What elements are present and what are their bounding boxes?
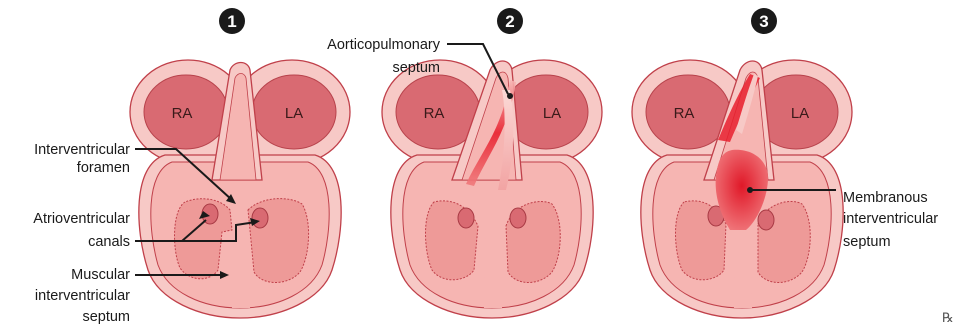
svg-text:canals: canals: [88, 234, 130, 250]
ra-label: RA: [172, 105, 193, 122]
ra-label-3: RA: [674, 105, 695, 122]
rx-logo: ℞: [942, 311, 954, 326]
svg-text:interventricular: interventricular: [843, 211, 938, 227]
svg-text:3: 3: [759, 12, 768, 31]
label-interventricular-foramen: Interventricular foramen: [34, 142, 130, 176]
label-muscular-septum: Muscular interventricular septum: [35, 267, 130, 325]
svg-text:Membranous: Membranous: [843, 190, 928, 206]
svg-text:septum: septum: [392, 60, 440, 76]
label-atrioventricular-canals: Atrioventricular canals: [33, 211, 130, 250]
svg-text:Atrioventricular: Atrioventricular: [33, 211, 130, 227]
la-label: LA: [285, 105, 303, 122]
panel-1: RA LA: [130, 60, 350, 318]
la-label-3: LA: [791, 105, 809, 122]
av-canal-left: [252, 208, 268, 228]
svg-text:septum: septum: [843, 234, 891, 250]
svg-text:septum: septum: [82, 309, 130, 325]
svg-text:Interventricular: Interventricular: [34, 142, 130, 158]
svg-text:Aorticopulmonary: Aorticopulmonary: [327, 37, 441, 53]
step-badge-3: 3: [751, 8, 777, 34]
svg-text:Muscular: Muscular: [71, 267, 130, 283]
svg-text:1: 1: [227, 12, 236, 31]
ra-label-2: RA: [424, 105, 445, 122]
la-label-2: LA: [543, 105, 561, 122]
svg-text:2: 2: [505, 12, 514, 31]
label-aorticopulmonary-septum: Aorticopulmonary septum: [327, 37, 441, 76]
step-badge-2: 2: [497, 8, 523, 34]
step-badge-1: 1: [219, 8, 245, 34]
svg-text:interventricular: interventricular: [35, 288, 130, 304]
label-membranous-septum: Membranous interventricular septum: [843, 190, 938, 250]
panel-2: RA LA: [382, 60, 602, 318]
svg-text:foramen: foramen: [77, 160, 130, 176]
